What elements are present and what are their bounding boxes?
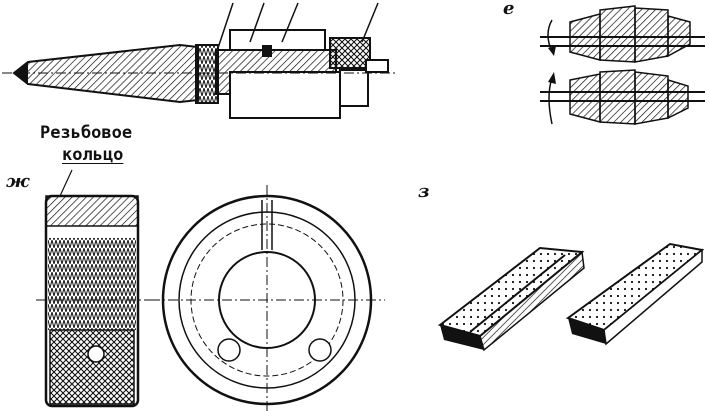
threading-dies-panel-z (437, 242, 705, 352)
ring-gauge-side-view (36, 169, 150, 408)
caption-line-2: кольцо (62, 145, 124, 165)
panel-label-z: з (418, 181, 430, 202)
tap-lower (540, 69, 705, 125)
die-left (437, 246, 585, 352)
taps-panel-e (540, 5, 705, 125)
tap-upper (540, 5, 705, 63)
die-right (565, 242, 705, 346)
tap-holder-assembly (2, 2, 395, 119)
panel-label-e: е (503, 0, 515, 19)
ring-gauge-front-view (150, 185, 385, 411)
threaded-section (195, 44, 219, 104)
panel-label-zh: ж (6, 171, 30, 192)
caption-line-1: Резьбовое (40, 123, 133, 143)
